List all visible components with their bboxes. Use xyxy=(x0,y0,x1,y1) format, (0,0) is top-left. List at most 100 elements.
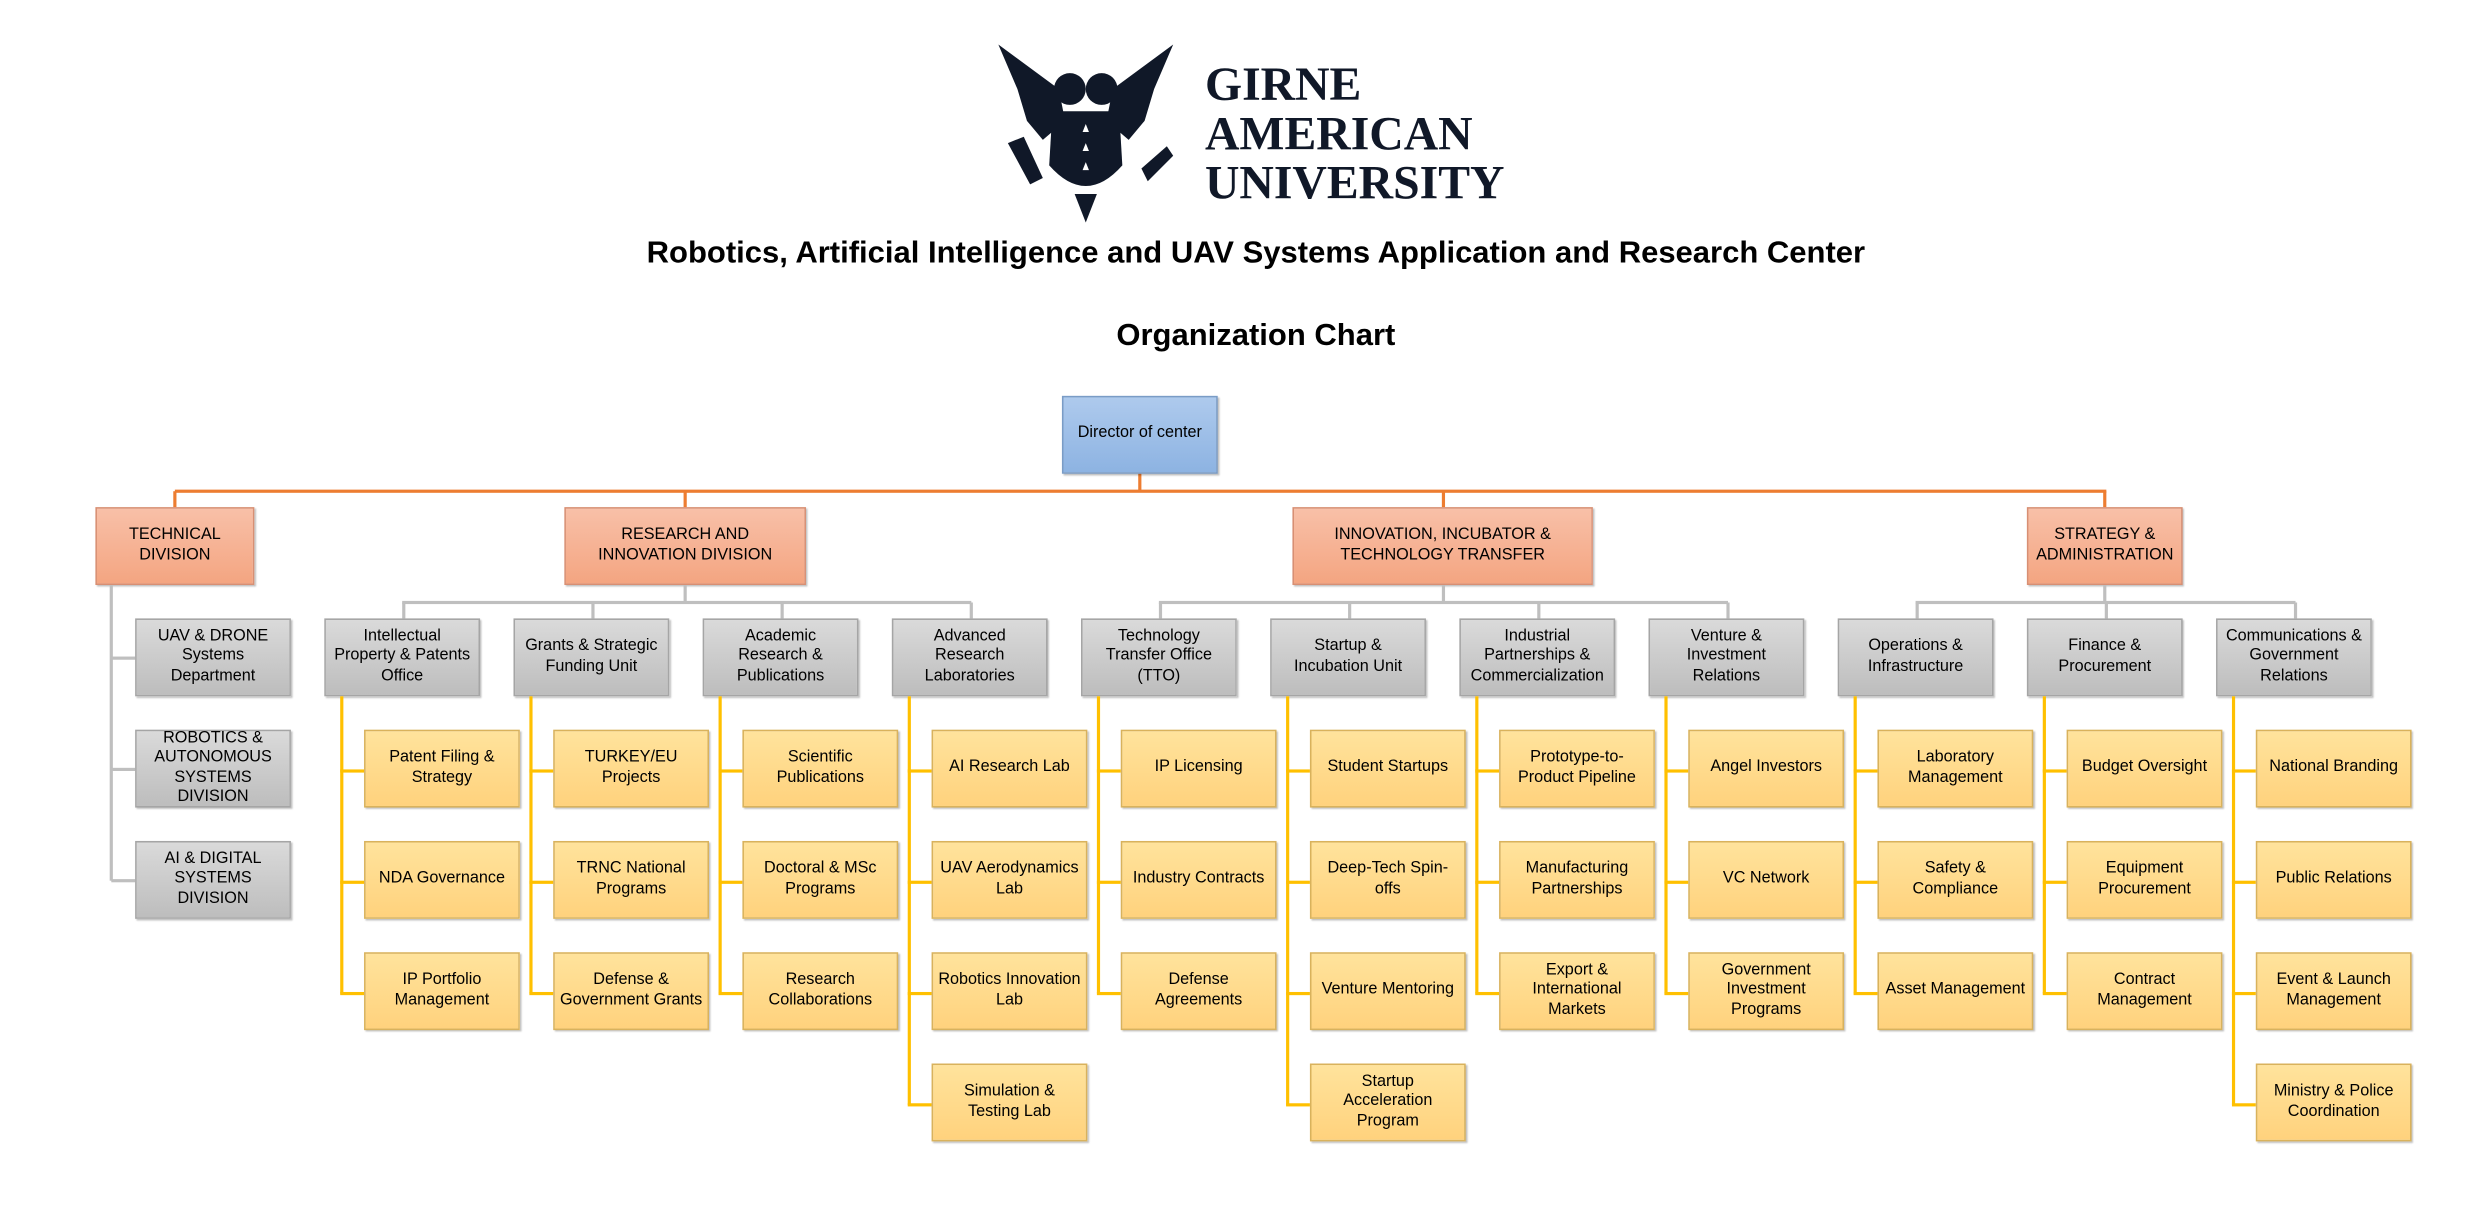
item-box[interactable]: Startup Acceleration Program xyxy=(1309,1063,1466,1142)
item-box[interactable]: TRNC National Programs xyxy=(553,840,710,919)
item-box[interactable]: Angel Investors xyxy=(1688,729,1845,808)
item-box[interactable]: Prototype-to-Product Pipeline xyxy=(1499,729,1655,808)
unit-connector xyxy=(402,602,406,619)
item-connector xyxy=(907,1102,932,1106)
unit-bus-connector xyxy=(2103,585,2107,603)
division-bus-line xyxy=(174,489,2107,493)
item-connector xyxy=(529,991,554,995)
unit-connector xyxy=(1726,602,1730,619)
unit-box[interactable]: AI & DIGITAL SYSTEMS DIVISION xyxy=(135,840,291,919)
unit-bus-line xyxy=(402,600,972,605)
item-box[interactable]: VC Network xyxy=(1688,840,1845,919)
unit-box[interactable]: Technology Transfer Office (TTO) xyxy=(1080,618,1237,697)
item-box[interactable]: TURKEY/EU Projects xyxy=(553,729,710,808)
unit-box[interactable]: Intellectual Property & Patents Office xyxy=(324,618,481,697)
item-box[interactable]: Manufacturing Partnerships xyxy=(1499,840,1655,919)
item-connector xyxy=(907,768,932,772)
item-box[interactable]: National Branding xyxy=(2255,729,2412,808)
item-box[interactable]: Equipment Procurement xyxy=(2066,840,2223,919)
item-box[interactable]: Government Investment Programs xyxy=(1688,952,1845,1031)
item-box[interactable]: IP Portfolio Management xyxy=(364,952,520,1031)
unit-spine-line xyxy=(109,585,113,881)
item-spine-line xyxy=(340,696,344,993)
item-connector xyxy=(2231,991,2256,995)
item-box[interactable]: UAV Aerodynamics Lab xyxy=(931,840,1088,919)
item-box[interactable]: IP Licensing xyxy=(1120,729,1277,808)
item-connector xyxy=(718,879,743,884)
item-spine-line xyxy=(907,696,911,1105)
director-connector xyxy=(1138,473,1142,492)
item-box[interactable]: Event & Launch Management xyxy=(2255,952,2412,1031)
unit-connector xyxy=(780,602,784,619)
item-box[interactable]: Robotics Innovation Lab xyxy=(931,952,1088,1031)
item-box[interactable]: Asset Management xyxy=(1877,952,2034,1031)
item-box[interactable]: Public Relations xyxy=(2255,840,2412,919)
item-spine-line xyxy=(1664,696,1668,993)
division-connector xyxy=(683,491,687,508)
unit-box[interactable]: ROBOTICS & AUTONOMOUS SYSTEMS DIVISION xyxy=(135,729,291,808)
item-connector xyxy=(2042,768,2067,772)
item-connector xyxy=(1286,991,1310,995)
item-spine-line xyxy=(1096,696,1101,993)
item-box[interactable]: Venture Mentoring xyxy=(1309,952,1466,1031)
item-box[interactable]: Safety & Compliance xyxy=(1877,840,2034,919)
university-logo-emblem xyxy=(998,44,1174,223)
item-box[interactable]: Ministry & Police Coordination xyxy=(2255,1063,2412,1142)
item-connector xyxy=(1664,768,1689,772)
item-spine-line xyxy=(1286,696,1290,1105)
unit-box[interactable]: Operations & Infrastructure xyxy=(1837,618,1994,697)
item-connector xyxy=(718,768,743,772)
item-connector xyxy=(1096,768,1121,772)
unit-connector xyxy=(2104,602,2108,619)
item-box[interactable]: Student Startups xyxy=(1309,729,1466,808)
item-connector xyxy=(1096,991,1121,995)
item-connector xyxy=(2231,768,2256,772)
division-box[interactable]: TECHNICAL DIVISION xyxy=(95,507,255,586)
item-box[interactable]: Laboratory Management xyxy=(1877,729,2034,808)
unit-box[interactable]: Venture & Investment Relations xyxy=(1648,618,1805,697)
item-box[interactable]: Industry Contracts xyxy=(1120,840,1277,919)
item-box[interactable]: Deep-Tech Spin-offs xyxy=(1309,840,1466,919)
item-box[interactable]: Export & International Markets xyxy=(1499,952,1655,1031)
university-name: GIRNE AMERICAN UNIVERSITY xyxy=(1205,60,1504,208)
item-connector xyxy=(1853,879,1878,884)
unit-box[interactable]: Grants & Strategic Funding Unit xyxy=(513,618,670,697)
item-connector xyxy=(718,991,743,995)
unit-connector xyxy=(1348,602,1352,619)
item-box[interactable]: Doctoral & MSc Programs xyxy=(742,840,899,919)
unit-box[interactable]: UAV & DRONE Systems Department xyxy=(135,618,291,697)
item-box[interactable]: AI Research Lab xyxy=(931,729,1088,808)
item-box[interactable]: Defense Agreements xyxy=(1120,952,1277,1031)
item-connector xyxy=(529,768,554,772)
item-box[interactable]: Scientific Publications xyxy=(742,729,899,808)
item-box[interactable]: Contract Management xyxy=(2066,952,2223,1031)
item-connector xyxy=(2231,879,2256,884)
unit-connector xyxy=(1537,602,1541,619)
chart-title: Organization Chart xyxy=(1116,317,1396,353)
unit-box[interactable]: Industrial Partnerships & Commercializat… xyxy=(1459,618,1616,697)
item-connector xyxy=(2042,991,2067,995)
item-box[interactable]: Simulation & Testing Lab xyxy=(931,1063,1088,1142)
item-connector xyxy=(1096,879,1121,884)
item-box[interactable]: Research Collaborations xyxy=(742,952,899,1031)
unit-box[interactable]: Advanced Research Laboratories xyxy=(891,618,1048,697)
item-connector xyxy=(907,879,932,884)
division-box[interactable]: RESEARCH AND INNOVATION DIVISION xyxy=(564,507,806,586)
item-connector xyxy=(340,879,365,884)
unit-box[interactable]: Academic Research & Publications xyxy=(702,618,859,697)
item-box[interactable]: Budget Oversight xyxy=(2066,729,2223,808)
unit-box[interactable]: Finance & Procurement xyxy=(2026,618,2183,697)
item-box[interactable]: Patent Filing & Strategy xyxy=(364,729,520,808)
unit-bus-line xyxy=(1158,600,1729,605)
unit-connector xyxy=(111,767,136,772)
unit-connector xyxy=(591,602,595,619)
director-box[interactable]: Director of center xyxy=(1061,395,1218,474)
item-box[interactable]: NDA Governance xyxy=(364,840,520,919)
unit-box[interactable]: Startup & Incubation Unit xyxy=(1270,618,1426,697)
division-box[interactable]: STRATEGY & ADMINISTRATION xyxy=(2026,507,2183,586)
item-connector xyxy=(2231,1102,2256,1106)
unit-box[interactable]: Communications & Government Relations xyxy=(2216,618,2372,697)
item-connector xyxy=(1286,879,1310,884)
division-box[interactable]: INNOVATION, INCUBATOR & TECHNOLOGY TRANS… xyxy=(1292,507,1593,586)
item-box[interactable]: Defense & Government Grants xyxy=(553,952,710,1031)
